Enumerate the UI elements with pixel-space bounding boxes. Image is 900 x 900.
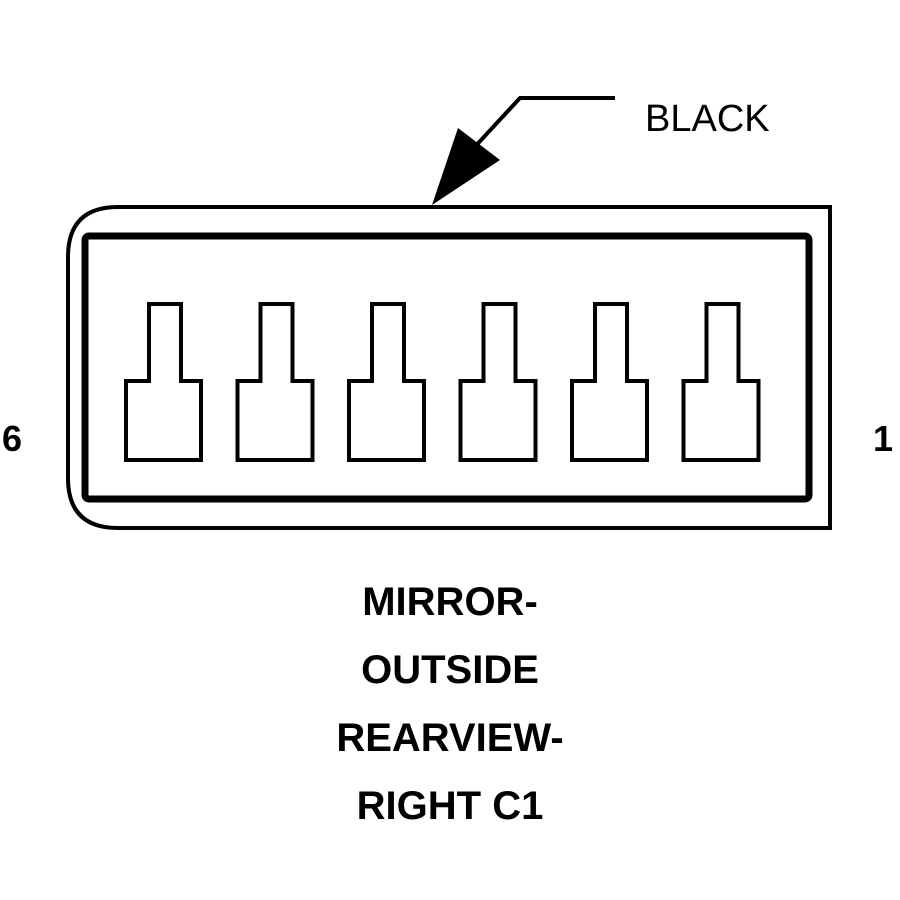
- terminal-cavity-5: [235, 302, 315, 462]
- connector-inner-face: [81, 232, 813, 503]
- terminal-cavity-3: [458, 302, 538, 462]
- color-leader-line: [468, 96, 615, 154]
- connector-color-label: BLACK: [645, 98, 770, 140]
- caption-line-4: RIGHT C1: [356, 784, 544, 828]
- caption-line-2: OUTSIDE: [361, 648, 539, 692]
- terminal-cavity-1: [681, 302, 761, 462]
- terminal-cavity-2: [570, 302, 649, 462]
- color-leader-arrowhead: [432, 128, 500, 205]
- terminal-cavity-4: [347, 302, 426, 462]
- pin-number-left: 6: [2, 418, 23, 459]
- connector-caption: MIRROR- OUTSIDE REARVIEW- RIGHT C1: [0, 568, 900, 840]
- terminal-cavity-6: [124, 302, 203, 462]
- pin-number-right: 1: [873, 418, 894, 459]
- caption-line-3: REARVIEW-: [336, 716, 564, 760]
- connector-outer-housing: [66, 205, 832, 530]
- terminal-group: [124, 302, 761, 462]
- caption-line-1: MIRROR-: [362, 580, 538, 624]
